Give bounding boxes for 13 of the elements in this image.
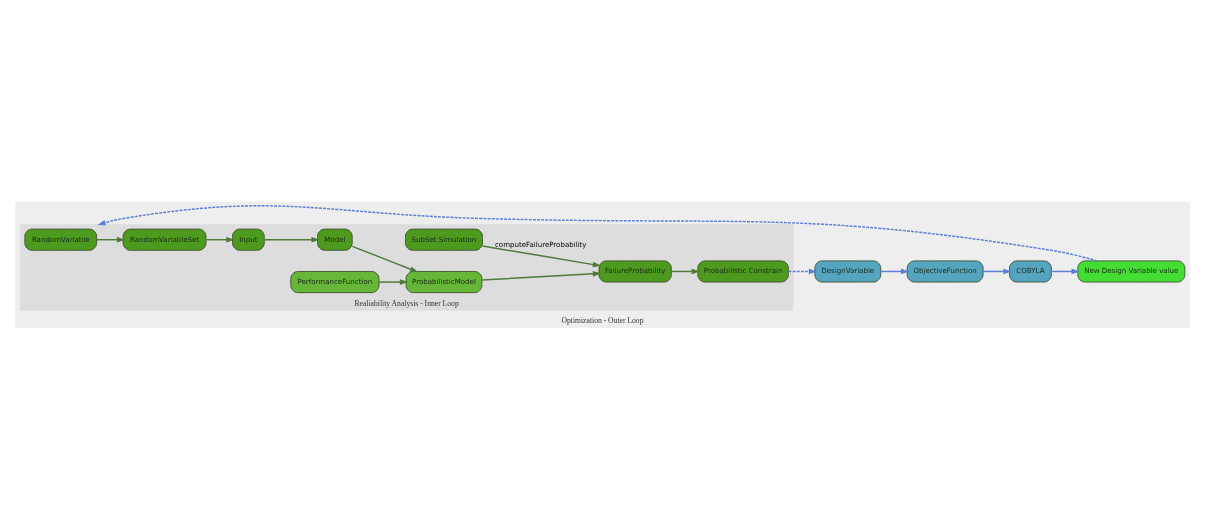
arrow [351,245,419,272]
arrow [982,268,1012,274]
arrow [670,268,700,274]
arrow [481,270,602,281]
arrow [95,236,126,243]
arrow [481,244,602,267]
arrow [787,268,818,274]
arrow [97,204,1098,262]
arrow [378,278,409,285]
arrow [263,236,320,243]
arrow [880,268,910,274]
arrow [205,236,235,243]
arrow [1050,268,1080,274]
